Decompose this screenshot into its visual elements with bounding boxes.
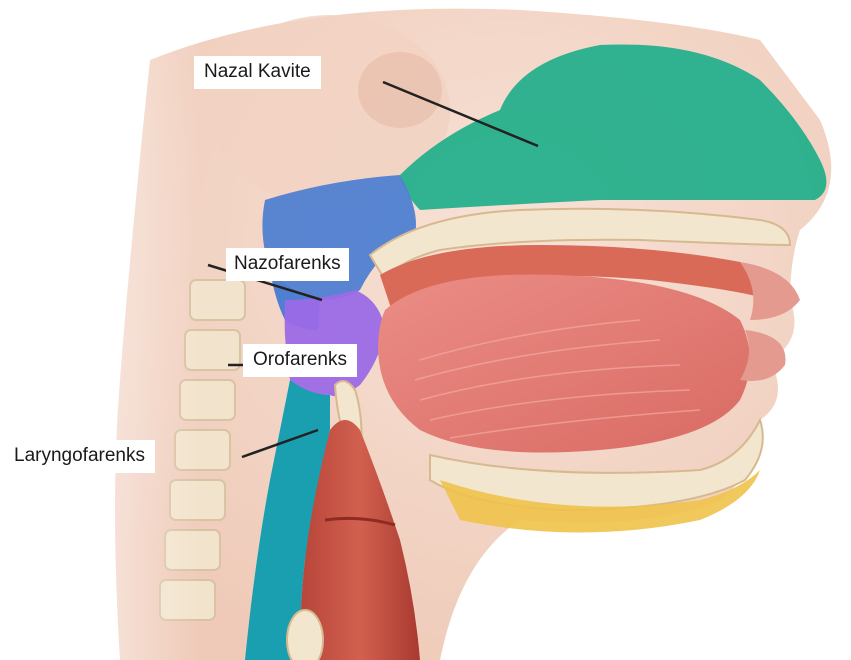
- trachea-ring: [287, 610, 323, 660]
- label-oropharynx: Orofarenks: [243, 344, 357, 377]
- label-nasopharynx: Nazofarenks: [226, 248, 349, 281]
- label-laryngopharynx: Laryngofarenks: [4, 440, 155, 473]
- tongue: [378, 274, 750, 452]
- label-nasal-cavity: Nazal Kavite: [194, 56, 321, 89]
